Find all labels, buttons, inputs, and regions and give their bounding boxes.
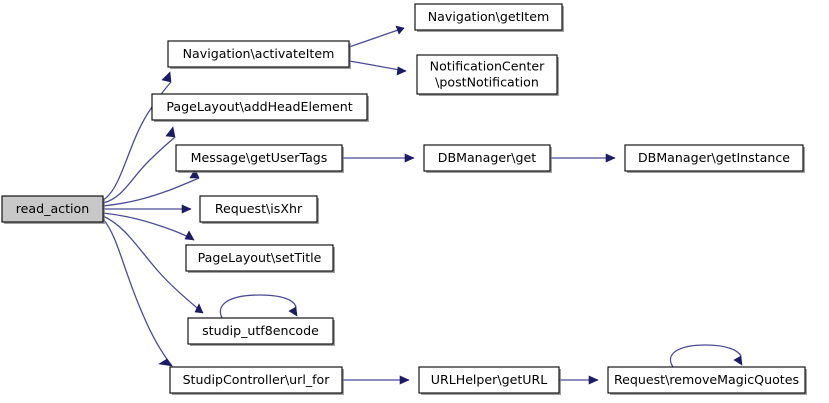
graph-node-read_action[interactable]: read_action xyxy=(1,195,105,224)
node-label: NotificationCenter\postNotification xyxy=(430,58,545,89)
arrowhead-icon xyxy=(399,375,410,385)
arrowhead-icon xyxy=(395,25,405,35)
node-rect[interactable] xyxy=(187,317,334,345)
node-rect[interactable] xyxy=(175,144,343,172)
node-label: PageLayout\setTitle xyxy=(198,250,322,265)
arrowhead-icon xyxy=(396,66,407,76)
graph-node-dbmanager_get[interactable]: DBManager\get xyxy=(423,144,552,173)
arrowhead-icon xyxy=(184,230,195,241)
node-rect[interactable] xyxy=(624,144,804,172)
node-label: Request\removeMagicQuotes xyxy=(614,372,799,387)
call-edge xyxy=(102,168,200,207)
node-label: studip_utf8encode xyxy=(202,323,319,338)
arrowhead-icon xyxy=(605,153,616,163)
call-edge xyxy=(342,153,415,163)
node-rect[interactable] xyxy=(199,195,318,223)
edge-line xyxy=(102,212,195,241)
call-edge xyxy=(342,375,410,385)
edge-line xyxy=(348,27,405,48)
arrowhead-icon xyxy=(733,355,743,366)
node-label: Navigation\activateItem xyxy=(183,46,335,61)
node-label: Request\isXhr xyxy=(215,201,303,216)
node-rect[interactable] xyxy=(167,40,350,68)
node-rect[interactable] xyxy=(169,366,343,394)
node-label: StudipController\url_for xyxy=(183,372,331,387)
arrowhead-icon xyxy=(181,204,192,214)
edge-line xyxy=(669,344,742,368)
edge-line xyxy=(102,177,200,207)
call-edge xyxy=(102,218,173,367)
edge-line xyxy=(102,136,176,204)
node-label: DBManager\getInstance xyxy=(638,150,790,165)
node-label: Navigation\getItem xyxy=(428,9,550,24)
edges-layer xyxy=(102,25,743,385)
node-rect[interactable] xyxy=(1,195,104,223)
node-label: PageLayout\addHeadElement xyxy=(166,99,352,114)
graph-node-studip_utf8encode[interactable]: studip_utf8encode xyxy=(187,317,335,346)
self-loop-edge xyxy=(669,344,743,368)
edge-line xyxy=(102,81,172,201)
node-rect[interactable] xyxy=(607,366,806,394)
graph-node-request_removemagicquotes[interactable]: Request\removeMagicQuotes xyxy=(607,366,807,395)
graph-node-urlhelper_geturl[interactable]: URLHelper\getURL xyxy=(418,366,561,395)
call-edge xyxy=(102,212,195,241)
arrowhead-icon xyxy=(165,126,176,138)
node-label: DBManager\get xyxy=(438,150,537,165)
arrowhead-icon xyxy=(588,375,599,385)
graph-node-dbmanager_getinstance[interactable]: DBManager\getInstance xyxy=(624,144,805,173)
call-edge xyxy=(348,60,407,76)
self-loop-edge xyxy=(219,294,298,319)
node-label: Message\getUserTags xyxy=(191,150,328,165)
node-rect[interactable] xyxy=(418,366,560,394)
graph-node-pagelayout_settitle[interactable]: PageLayout\setTitle xyxy=(185,244,335,273)
node-label: URLHelper\getURL xyxy=(431,372,548,387)
edge-line xyxy=(219,294,297,319)
graph-node-studipcontroller_url_for[interactable]: StudipController\url_for xyxy=(169,366,344,395)
call-edge xyxy=(348,25,405,48)
arrowhead-icon xyxy=(161,71,172,83)
node-rect[interactable] xyxy=(414,3,563,31)
call-edge xyxy=(550,153,616,163)
arrowhead-icon xyxy=(288,306,298,317)
call-edge xyxy=(102,71,172,201)
edge-line xyxy=(102,218,173,367)
call-edge xyxy=(559,375,599,385)
node-rect[interactable] xyxy=(423,144,551,172)
node-rect[interactable] xyxy=(416,54,558,95)
graph-node-pagelayout_addheadelement[interactable]: PageLayout\addHeadElement xyxy=(151,93,369,122)
node-rect[interactable] xyxy=(185,244,334,272)
node-label: read_action xyxy=(16,201,89,216)
node-rect[interactable] xyxy=(151,93,368,121)
arrowhead-icon xyxy=(158,358,173,367)
call-edge xyxy=(103,204,192,214)
graph-node-navigation_getitem[interactable]: Navigation\getItem xyxy=(414,3,564,32)
arrowhead-icon xyxy=(189,168,200,179)
graph-node-request_isxhr[interactable]: Request\isXhr xyxy=(199,195,319,224)
graph-node-notificationcenter_postnotification[interactable]: NotificationCenter\postNotification xyxy=(416,54,559,96)
nodes-layer: read_action Navigation\activateItem Naviga… xyxy=(1,3,807,395)
arrowhead-icon xyxy=(404,153,415,163)
arrowhead-icon xyxy=(194,303,204,314)
call-edge xyxy=(102,215,204,314)
graph-node-message_getusertags[interactable]: Message\getUserTags xyxy=(175,144,344,173)
edge-line xyxy=(102,215,204,314)
call-edge xyxy=(102,126,176,204)
graph-node-navigation_activateitem[interactable]: Navigation\activateItem xyxy=(167,40,351,69)
